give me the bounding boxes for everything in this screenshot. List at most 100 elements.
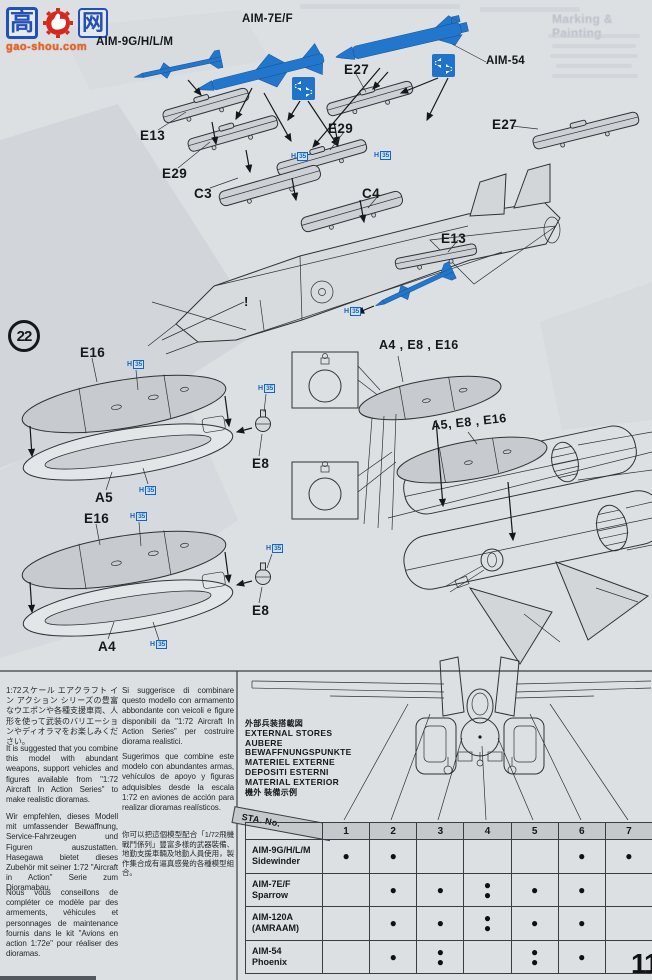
- ghost-text-bar: [300, 4, 460, 9]
- table-cell: ●: [557, 839, 605, 873]
- label-e13a: E13: [140, 128, 166, 143]
- table-cell: ●: [557, 872, 605, 906]
- table-cell: [416, 839, 464, 873]
- table-cell: [604, 939, 652, 973]
- table-cell: ●: [416, 872, 464, 906]
- label-aim7: AIM-7E/F: [242, 13, 293, 25]
- col-header-4: 4: [463, 823, 511, 839]
- col-header-5: 5: [510, 823, 558, 839]
- col-header-7: 7: [604, 823, 652, 839]
- label-e27a: E27: [344, 62, 370, 77]
- table-cell: ●: [322, 839, 370, 873]
- table-cell: ● ●: [463, 872, 511, 906]
- table-cell: [463, 939, 511, 973]
- label-e8b: E8: [252, 603, 270, 618]
- table-cell: ● ●: [416, 939, 464, 973]
- fitted-tank-a5: [396, 436, 548, 484]
- tank-mount-lines: [363, 355, 516, 542]
- aim9-missile: [133, 49, 224, 79]
- ghost-text-bar: [552, 44, 636, 48]
- droptank-e16-a5: [21, 357, 271, 491]
- table-cell: ●: [369, 906, 417, 940]
- pylon-rail-e13a: [162, 87, 250, 124]
- stores-title-de1: AUBERE: [245, 737, 283, 748]
- label-e13b: E13: [441, 231, 467, 246]
- pylon-c3: [218, 164, 321, 207]
- table-cell: ●: [416, 906, 464, 940]
- label-e16b: E16: [84, 511, 110, 526]
- label-e16a: E16: [80, 345, 106, 360]
- pylon-rail-e27a: [326, 80, 414, 117]
- tank-rear-view-inset-2: [291, 451, 397, 520]
- table-cell: ● ●: [510, 939, 558, 973]
- note-chinese: 你可以把這個模型配合「1/72飛機戰鬥係列」豐富多樣的武器裝備、地勤支援車輛及地…: [122, 830, 234, 877]
- ghost-text-bar: [556, 64, 632, 68]
- table-cell: [322, 872, 370, 906]
- ghost-shapes: [0, 10, 652, 658]
- table-cell: ●: [369, 939, 417, 973]
- f14-front-view-drawing: [251, 656, 652, 775]
- col-header-6: 6: [557, 823, 605, 839]
- label-e29b: E29: [328, 121, 354, 136]
- cap-e8b: [255, 562, 271, 585]
- table-cell: ● ●: [463, 906, 511, 940]
- label-e8a: E8: [252, 456, 270, 471]
- label-aim9: AIM-9G/H/L/M: [96, 36, 174, 48]
- note-french: Nous vous conseillons de compléter ce mo…: [6, 888, 118, 959]
- note-german: Wir empfehlen, dieses Modell mit umfasse…: [6, 812, 118, 893]
- stores-title-fr: MATERIEL EXTERNE: [245, 757, 335, 768]
- ghost-text-bar: [552, 74, 638, 78]
- label-aim54: AIM-54: [486, 55, 525, 67]
- page-number: 11: [631, 948, 652, 979]
- table-cell: ●: [557, 939, 605, 973]
- table-cell: [604, 872, 652, 906]
- table-cell: [322, 939, 370, 973]
- watermark-logo: 高 网 gao-shou.com: [6, 6, 108, 53]
- table-cell: ●: [369, 872, 417, 906]
- table-cell: [322, 906, 370, 940]
- label-exclamation: !: [244, 294, 249, 309]
- direction-swap-icon: [432, 54, 455, 77]
- rear-fuselage-drawing: [387, 425, 652, 665]
- note-italian: Si suggerisce di combinare questo modell…: [122, 686, 234, 747]
- section-dividers: [0, 670, 652, 980]
- cap-e8a: [255, 409, 271, 432]
- fuselage-underside-drawing: [147, 163, 561, 355]
- table-corner-cell: [246, 823, 322, 839]
- page-edge-shadow: [0, 976, 96, 980]
- ghost-text-bar: [480, 7, 580, 12]
- stores-title-it: DEPOSITI ESTERNI: [245, 766, 329, 777]
- label-c3: C3: [194, 186, 213, 201]
- label-e29a: E29: [162, 166, 188, 181]
- label-a5: A5: [95, 490, 114, 505]
- aim9-missile-glove: [375, 261, 457, 307]
- watermark-char-2: 网: [78, 8, 108, 38]
- ghost-text-bar: [550, 54, 638, 58]
- row-label-aim120: AIM-120A(AMRAAM): [246, 906, 322, 940]
- assembly-arrows-top: [157, 43, 539, 314]
- watermark-char-1: 高: [6, 7, 38, 39]
- pylon-rail-e29a: [187, 115, 279, 152]
- external-stores-heading: 外部兵装搭載図 EXTERNAL STORES AUBERE BEWAFFNUN…: [245, 719, 352, 797]
- pylon-rail-e13b: [394, 243, 478, 270]
- stores-title-de2: BEWAFFNUNGSPUNKTE: [245, 747, 352, 758]
- stores-title-es: MATERIAL EXTERIOR: [245, 776, 340, 787]
- label-a4: A4: [98, 639, 117, 654]
- pylon-rail-e27b: [532, 111, 640, 150]
- note-english: It is suggested that you combine this mo…: [6, 744, 118, 805]
- label-combo-a4: A4 , E8 , E16: [379, 338, 459, 352]
- label-c4: C4: [362, 186, 381, 201]
- table-cell: [463, 839, 511, 873]
